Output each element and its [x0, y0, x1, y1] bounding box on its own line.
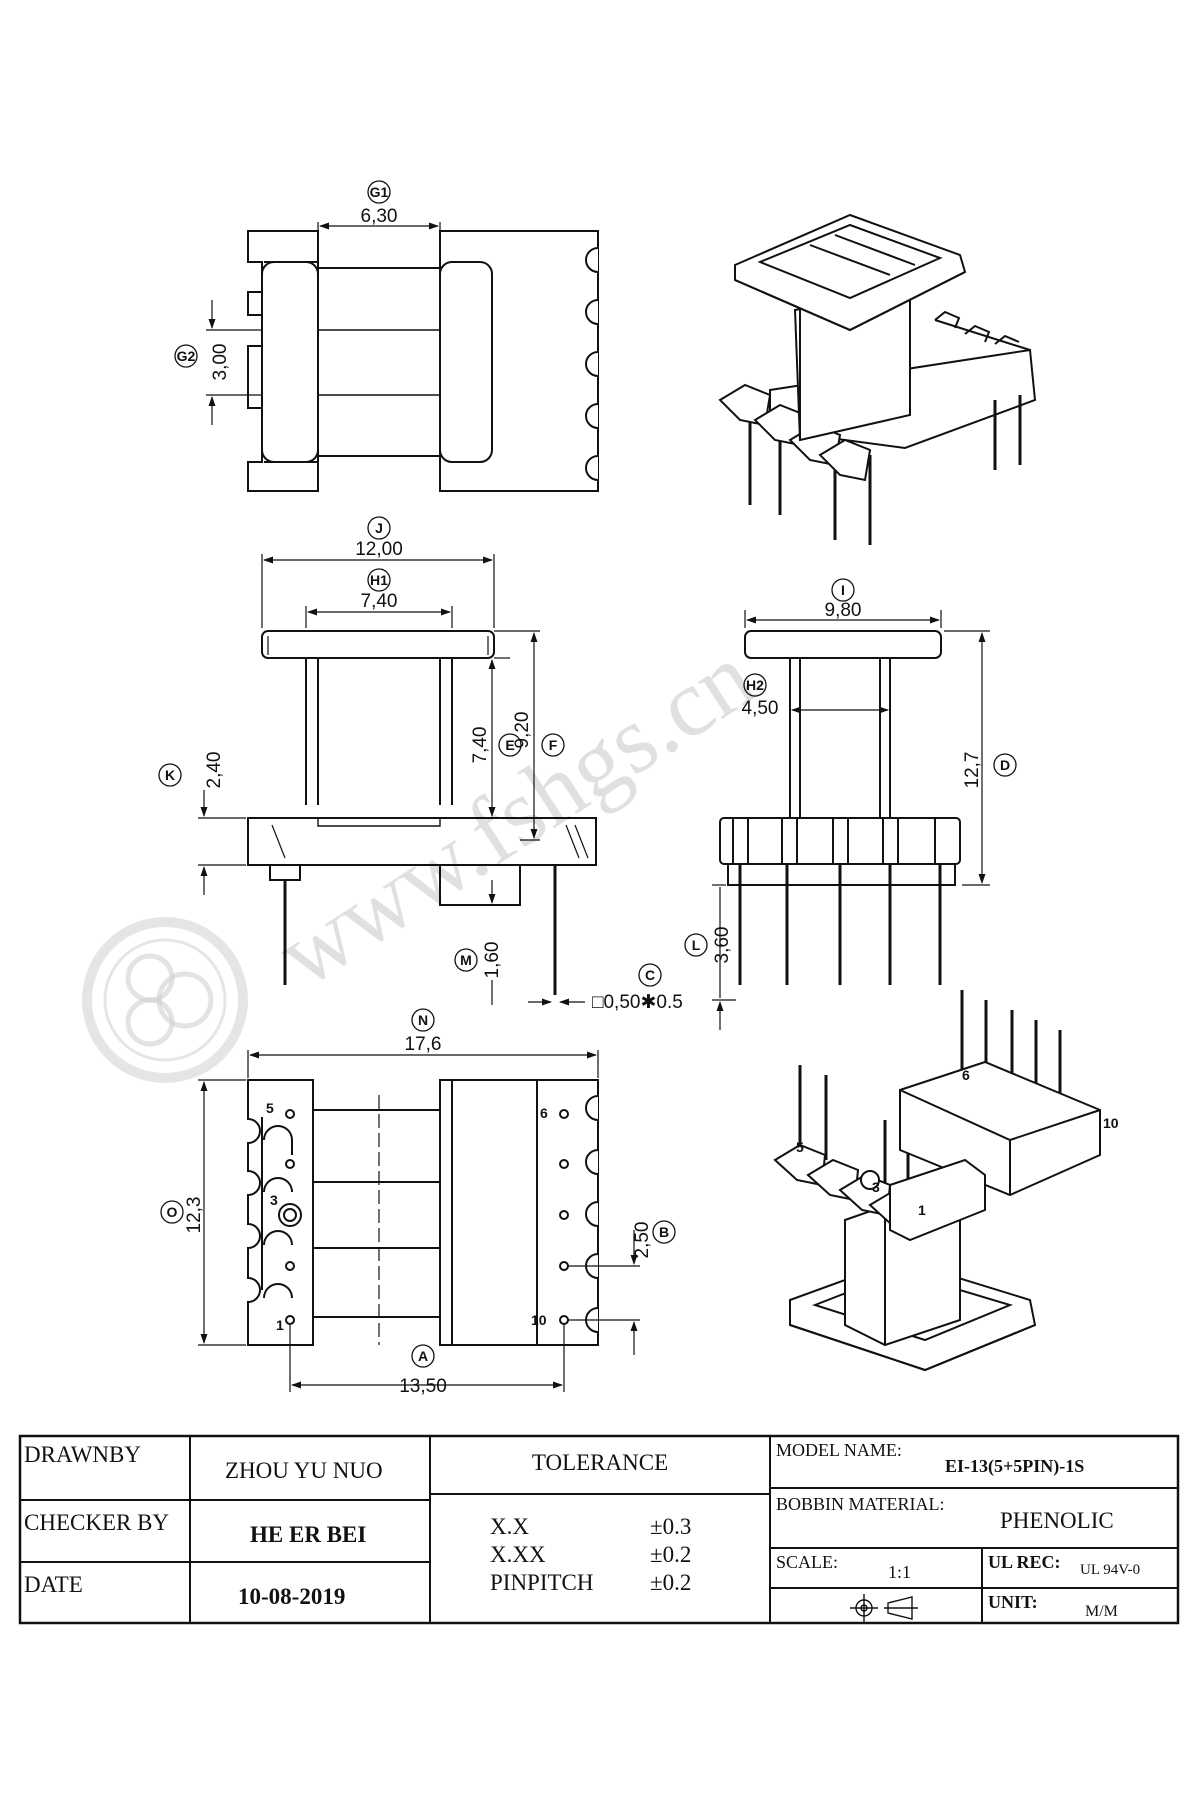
iso-pin-label-3: 3: [872, 1179, 880, 1195]
dim-i-bubble: I: [841, 582, 845, 598]
dim-h2: 4,50 H2: [742, 673, 889, 719]
iso-pin-label-5: 5: [796, 1139, 804, 1155]
dim-l-value: 3,60: [712, 927, 733, 964]
dim-f-value: 9,20: [512, 712, 533, 749]
dim-b: 2,50 B: [568, 1220, 676, 1355]
dim-g2-value: 3,00: [210, 344, 231, 381]
dim-f-bubble: F: [549, 737, 558, 753]
dim-f: 9,20 F: [494, 630, 565, 841]
tolerance-label: TOLERANCE: [532, 1450, 668, 1475]
dim-e-bubble: E: [505, 737, 514, 753]
bobbin-material-value: PHENOLIC: [1000, 1508, 1114, 1533]
dim-i: 9,80 I: [744, 578, 942, 628]
dim-h2-value: 4,50: [742, 698, 779, 719]
dim-h1: 7,40 H1: [305, 568, 453, 628]
drawn-by-value: ZHOU YU NUO: [225, 1458, 383, 1483]
dim-a-bubble: A: [418, 1348, 428, 1364]
dim-b-value: 2,50: [632, 1222, 653, 1259]
ul-rec-value: UL 94V-0: [1080, 1562, 1140, 1578]
unit-label: UNIT:: [988, 1592, 1038, 1612]
bobbin-material-label: BOBBIN MATERIAL:: [776, 1494, 945, 1514]
dim-m: 1,60 M: [454, 880, 510, 1005]
projection-symbol-icon: [850, 1594, 918, 1622]
dim-g2: 3,00 G2: [174, 300, 262, 425]
dim-c: □0,50✱0.5 C: [528, 963, 683, 1013]
dim-g2-bubble: G2: [177, 348, 196, 364]
scale-label: SCALE:: [776, 1552, 838, 1572]
pin-label-6: 6: [540, 1105, 548, 1121]
pin-label-3: 3: [270, 1192, 278, 1208]
iso-view-pin-labels: 6 10 5 3 1: [796, 1067, 1119, 1218]
top-view: [247, 230, 599, 492]
dim-g1-value: 6,30: [361, 206, 398, 227]
dim-k-value: 2,40: [204, 752, 225, 789]
drawn-by-label: DRAWNBY: [24, 1442, 141, 1467]
dim-e: 7,40 E: [470, 657, 522, 819]
dim-j-bubble: J: [375, 520, 383, 536]
iso-pin-label-10: 10: [1103, 1115, 1119, 1131]
tolerance-value-pinpitch: ±0.2: [650, 1570, 691, 1595]
tolerance-name-xxx: X.XX: [490, 1542, 546, 1567]
dim-a-value: 13,50: [399, 1376, 447, 1397]
dim-o-bubble: O: [167, 1204, 178, 1220]
dim-d-value: 12,7: [962, 752, 983, 789]
bottom-view: [247, 1079, 599, 1346]
dim-c-bubble: C: [645, 967, 655, 983]
bottom-view-pin-labels: 5 3 1 6 10: [266, 1100, 548, 1333]
model-name-value: EI-13(5+5PIN)-1S: [945, 1456, 1084, 1477]
checker-value: HE ER BEI: [250, 1522, 366, 1547]
dim-d-bubble: D: [1000, 757, 1010, 773]
dim-j: 12,00 J: [261, 516, 495, 628]
tolerance-name-xx: X.X: [490, 1514, 529, 1539]
iso-view-top: [718, 213, 1037, 545]
dim-a: 13,50 A: [289, 1325, 565, 1397]
pin-label-5: 5: [266, 1100, 274, 1116]
unit-value: M/M: [1085, 1603, 1118, 1620]
scale-value: 1:1: [888, 1562, 911, 1582]
side-view: [719, 630, 961, 985]
pin-label-1: 1: [276, 1317, 284, 1333]
dim-n: 17,6 N: [247, 1008, 599, 1078]
title-block: [18, 1434, 1180, 1625]
dim-g1: 6,30 G1: [317, 180, 441, 240]
dim-l-bubble: L: [692, 937, 701, 953]
tolerance-name-pinpitch: PINPITCH: [490, 1570, 594, 1595]
dim-d: 12,7 D: [944, 630, 1017, 886]
dim-o: 12,3 O: [160, 1079, 246, 1346]
dim-j-value: 12,00: [355, 539, 403, 560]
dim-o-value: 12,3: [184, 1197, 205, 1234]
dim-b-bubble: B: [659, 1224, 669, 1240]
date-value: 10-08-2019: [238, 1584, 345, 1609]
ul-rec-label: UL REC:: [988, 1552, 1061, 1572]
dim-h1-value: 7,40: [361, 591, 398, 612]
iso-pin-label-6: 6: [962, 1067, 970, 1083]
dim-n-bubble: N: [418, 1012, 428, 1028]
checker-label: CHECKER BY: [24, 1510, 169, 1535]
dim-h2-bubble: H2: [746, 677, 764, 693]
dim-m-bubble: M: [460, 952, 472, 968]
watermark-logo: [82, 917, 248, 1083]
dim-h1-bubble: H1: [370, 572, 388, 588]
iso-view-bottom: [773, 990, 1101, 1372]
tolerance-value-xxx: ±0.2: [650, 1542, 691, 1567]
date-label: DATE: [24, 1572, 83, 1597]
model-name-label: MODEL NAME:: [776, 1440, 902, 1460]
dim-i-value: 9,80: [825, 600, 862, 621]
pin-label-10: 10: [531, 1312, 547, 1328]
dim-k-bubble: K: [165, 767, 175, 783]
tolerance-value-xx: ±0.3: [650, 1514, 691, 1539]
front-view: [247, 630, 597, 995]
dim-n-value: 17,6: [405, 1034, 442, 1055]
dim-c-value: □0,50✱0.5: [592, 992, 683, 1013]
iso-pin-label-1: 1: [918, 1202, 926, 1218]
title-block-text: DRAWNBY ZHOU YU NUO CHECKER BY HE ER BEI…: [24, 1440, 1140, 1620]
dim-e-value: 7,40: [470, 727, 491, 764]
dim-m-value: 1,60: [482, 942, 503, 979]
dim-g1-bubble: G1: [370, 184, 389, 200]
dim-k: 2,40 K: [158, 752, 246, 895]
dim-l: 3,60 L: [684, 884, 736, 1030]
